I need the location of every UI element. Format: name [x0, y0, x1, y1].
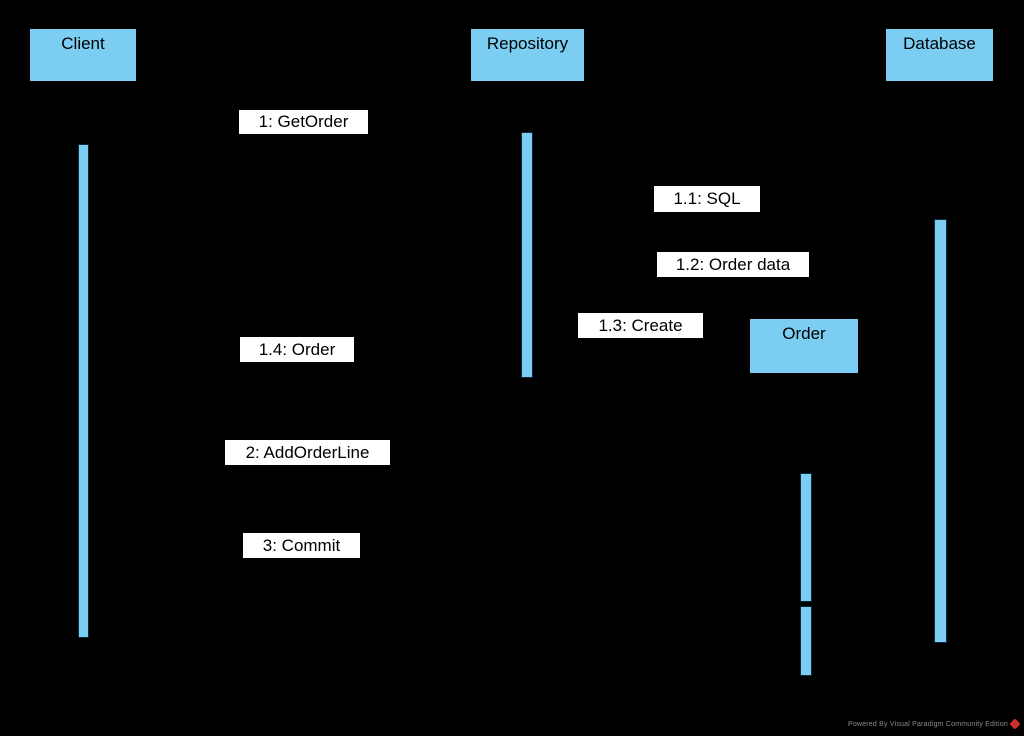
activation-bar-order-2: [800, 606, 812, 676]
lifeline-label-database: Database: [903, 34, 976, 53]
message-label-order-return: 1.4: Order: [240, 337, 354, 362]
activation-bar-order-1: [800, 473, 812, 602]
watermark-text: Powered By Visual Paradigm Community Edi…: [847, 720, 1008, 728]
message-label-getorder: 1: GetOrder: [239, 110, 368, 134]
message-label-commit: 3: Commit: [243, 533, 360, 558]
message-label-sql: 1.1: SQL: [654, 186, 760, 212]
visual-paradigm-logo-icon: [1009, 718, 1021, 730]
lifeline-head-client: Client: [29, 28, 137, 82]
lifeline-label-repository: Repository: [486, 34, 569, 53]
watermark: Powered By Visual Paradigm Community Edi…: [847, 718, 1021, 730]
activation-bar-client: [78, 144, 89, 638]
message-label-addorderline: 2: AddOrderLine: [225, 440, 390, 465]
lifeline-head-database: Database: [885, 28, 994, 82]
message-label-order-data: 1.2: Order data: [657, 252, 809, 277]
object-head-order: Order: [749, 318, 859, 374]
message-label-create: 1.3: Create: [578, 313, 703, 338]
activation-bar-repository: [521, 132, 533, 378]
object-label-order: Order: [782, 324, 826, 343]
lifeline-label-client: Client: [61, 34, 105, 53]
lifeline-head-repository: Repository: [470, 28, 585, 82]
activation-bar-database: [934, 219, 947, 643]
